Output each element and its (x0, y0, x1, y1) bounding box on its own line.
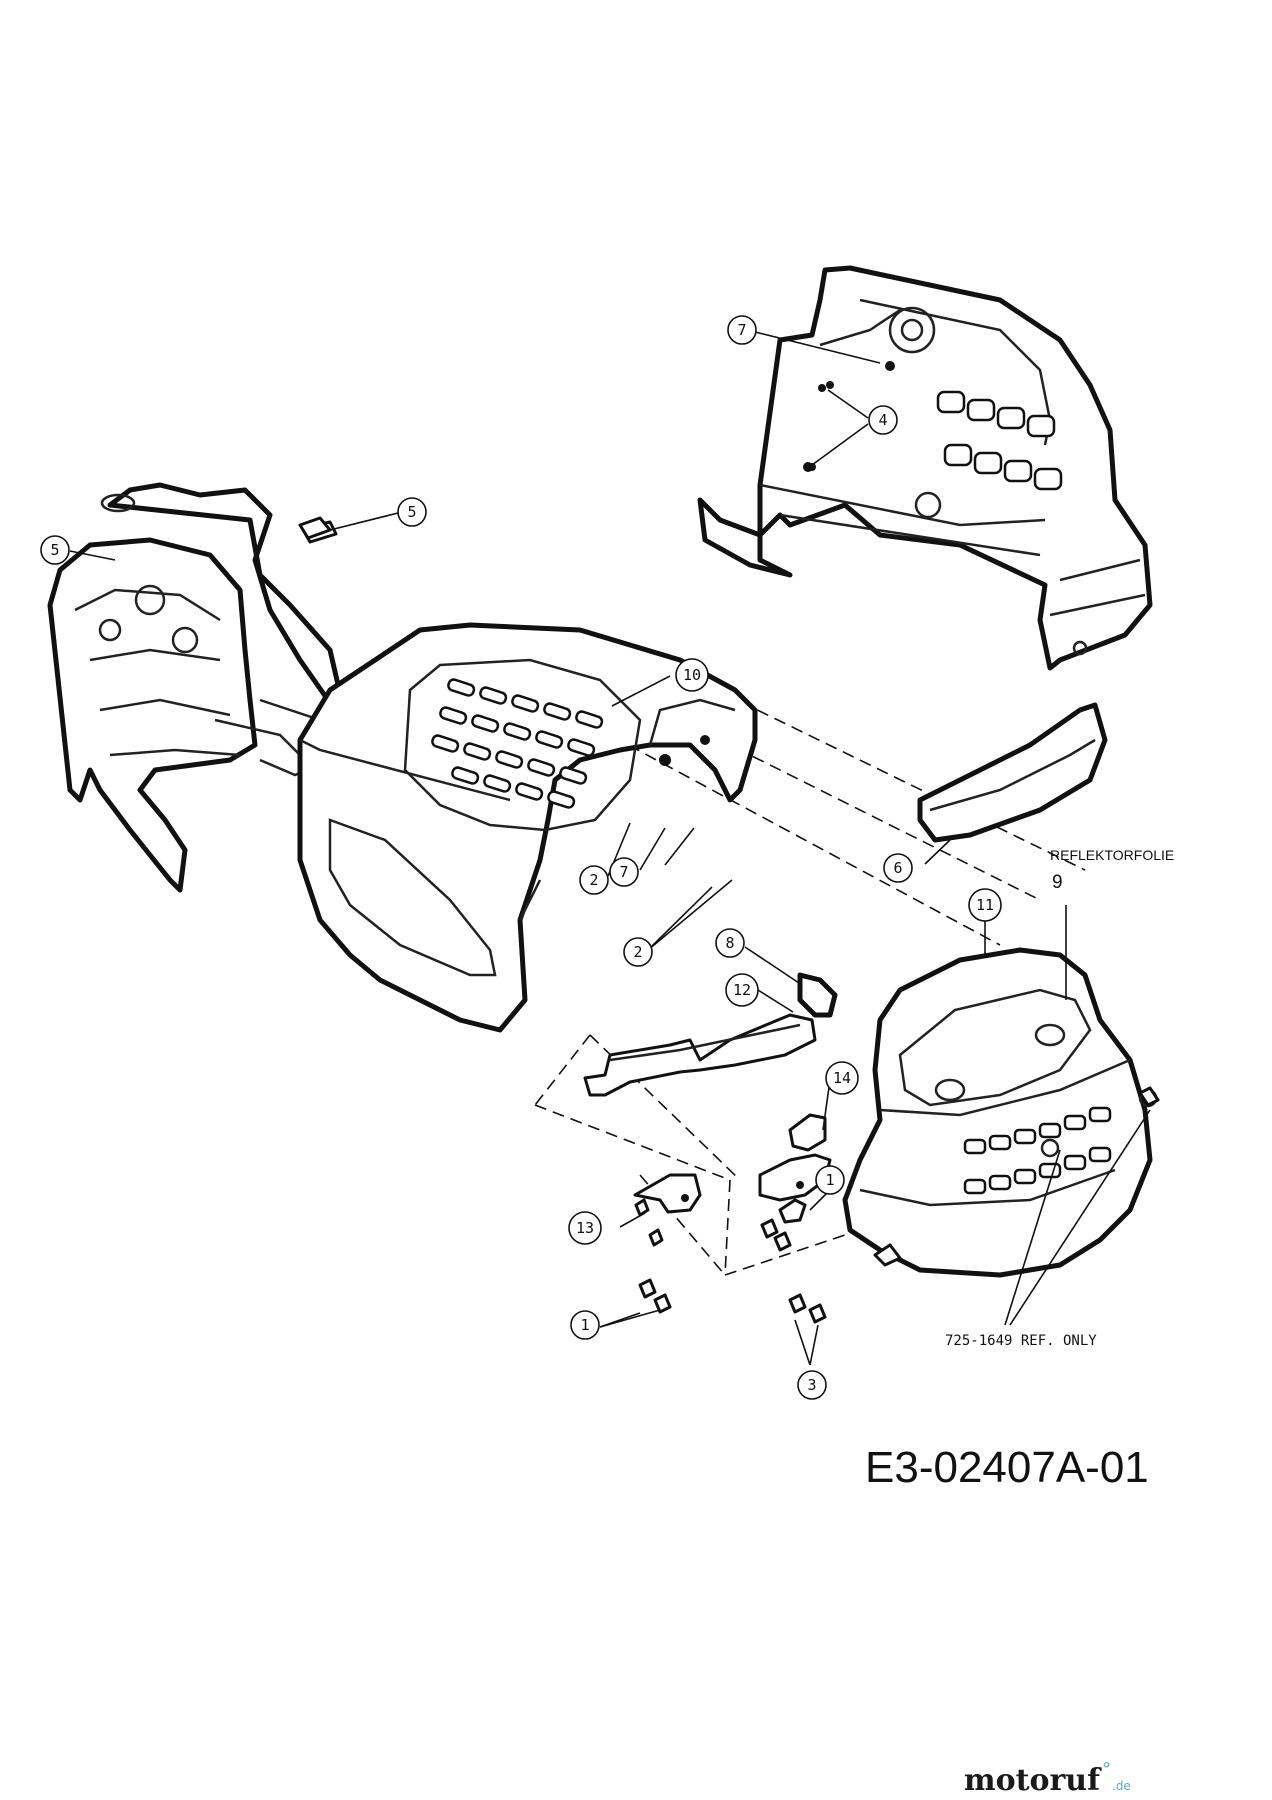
svg-text:2: 2 (589, 871, 598, 889)
callout-7-top: 7 (727, 315, 757, 345)
svg-text:2: 2 (633, 943, 642, 961)
watermark-accent: ° (1102, 1759, 1111, 1780)
front-grille (842, 947, 1158, 1278)
watermark-brand: motoruf (964, 1763, 1102, 1798)
callout-14: 14 (825, 1061, 859, 1095)
frame-chassis (47, 482, 348, 893)
svg-text:10: 10 (683, 666, 701, 684)
callout-7-middle: 7 (609, 857, 639, 887)
callout-10: 10 (675, 658, 709, 692)
callouts: 7 4 5 5 10 2 7 2 (40, 315, 1002, 1400)
callout-2-lower: 2 (623, 937, 653, 967)
svg-text:5: 5 (407, 503, 416, 521)
callout-8: 8 (715, 928, 745, 958)
brackets (583, 972, 838, 1224)
svg-text:14: 14 (833, 1069, 851, 1087)
svg-text:12: 12 (733, 981, 751, 999)
svg-text:1: 1 (825, 1171, 834, 1189)
callout-4: 4 (868, 405, 898, 435)
leader-lines (69, 331, 1151, 1366)
svg-text:7: 7 (737, 321, 746, 339)
callout-2-upper: 2 (579, 865, 609, 895)
reflector-label: REFLEKTORFOLIE (1050, 847, 1174, 863)
reference-note: 725-1649 REF. ONLY (945, 1333, 1097, 1349)
svg-text:6: 6 (893, 859, 902, 877)
screws (298, 381, 1160, 1324)
svg-text:4: 4 (878, 411, 887, 429)
callout-12: 12 (725, 973, 759, 1007)
hood (297, 622, 758, 1033)
callout-5-right: 5 (397, 497, 427, 527)
callout-13: 13 (568, 1211, 602, 1245)
watermark-logo: motoruf ° .de (964, 1759, 1131, 1798)
reflector-number: 9 (1052, 872, 1063, 893)
callout-1-right: 1 (815, 1165, 845, 1195)
svg-text:5: 5 (50, 541, 59, 559)
svg-text:11: 11 (976, 896, 994, 914)
callout-3: 3 (797, 1370, 827, 1400)
dashboard-housing (697, 265, 1153, 671)
svg-text:7: 7 (619, 863, 628, 881)
trim-strip (917, 702, 1108, 843)
watermark-suffix: .de (1112, 1779, 1131, 1793)
callout-6: 6 (883, 853, 913, 883)
svg-text:13: 13 (576, 1219, 594, 1237)
svg-text:3: 3 (807, 1376, 816, 1394)
diagram-code: E3-02407A-01 (865, 1443, 1149, 1492)
callout-5-left: 5 (40, 535, 70, 565)
svg-text:1: 1 (580, 1316, 589, 1334)
callout-1-left: 1 (570, 1310, 600, 1340)
svg-text:8: 8 (725, 934, 734, 952)
callout-11: 11 (968, 888, 1002, 922)
